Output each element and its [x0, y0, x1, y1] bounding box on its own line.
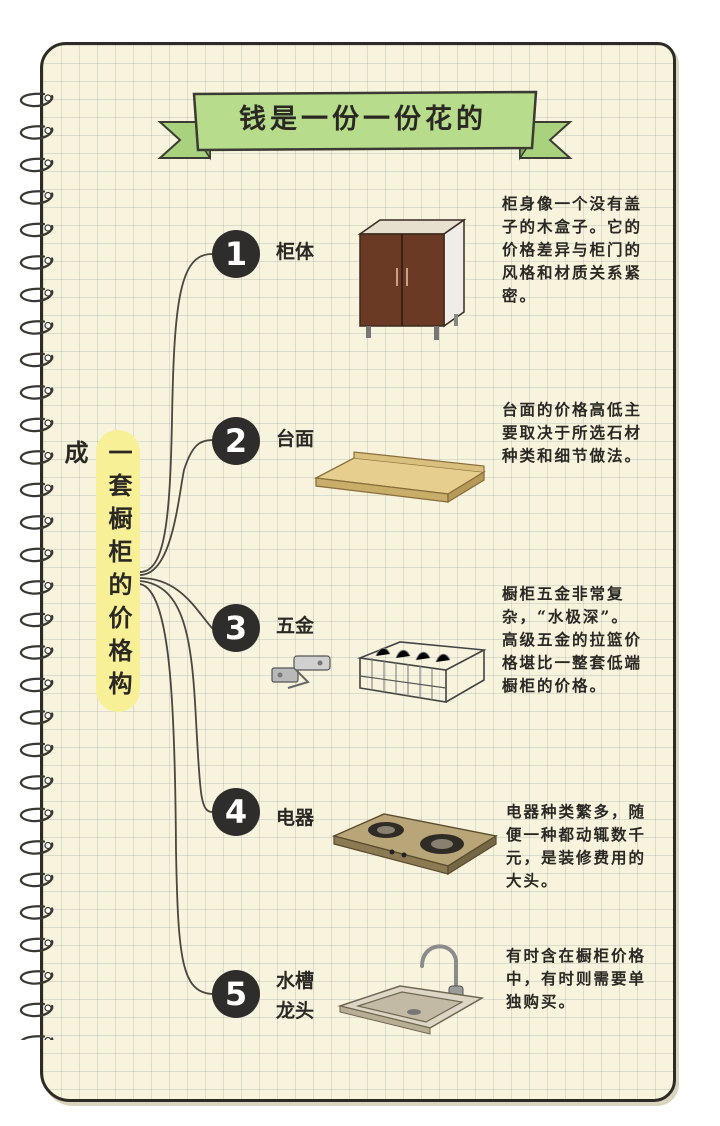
item-description-cabinet: 柜身像一个没有盖子的木盒子。它的价格差异与柜门的风格和材质关系紧密。	[502, 194, 643, 305]
number-badge-1: 1	[212, 230, 260, 278]
spiral-ring	[19, 807, 54, 823]
item-name-hardware: 五金	[276, 615, 315, 637]
spiral-ring	[19, 385, 54, 400]
pull-out-basket-illustration	[356, 641, 487, 703]
spiral-ring	[19, 482, 54, 498]
item-description-hardware: 橱柜五金非常复杂，“水极深”。高级五金的拉篮价格堪比一整套低端橱柜的价格。	[502, 584, 643, 695]
item-name-cabinet: 柜体	[276, 241, 315, 263]
spiral-ring	[19, 710, 54, 725]
spiral-ring	[19, 872, 54, 888]
spiral-ring	[19, 742, 54, 758]
item-description-countertop: 台面的价格高低主要取决于所选石材种类和细节做法。	[502, 400, 643, 465]
item-name-countertop: 台面	[276, 428, 315, 450]
spiral-ring	[19, 645, 54, 660]
spiral-ring	[19, 417, 54, 433]
item-name-sink-faucet: 水槽龙头	[276, 970, 315, 1022]
spiral-ring	[19, 677, 54, 693]
cabinet-box-illustration	[357, 218, 467, 340]
spiral-ring	[19, 970, 54, 985]
number-badge-3: 3	[212, 604, 260, 652]
spiral-ring	[19, 222, 54, 238]
spiral-ring	[19, 157, 54, 173]
spiral-ring	[19, 287, 54, 303]
spiral-ring	[19, 92, 54, 108]
spiral-ring	[19, 612, 54, 628]
center-label: 一套橱柜的价格构成	[60, 430, 140, 712]
spiral-ring	[19, 515, 54, 530]
number-badge-2: 2	[212, 417, 260, 465]
spiral-ring	[19, 450, 54, 465]
spiral-ring	[19, 840, 54, 855]
spiral-ring	[19, 580, 54, 595]
item-name-appliances: 电器	[276, 807, 315, 829]
spiral-ring	[19, 1002, 54, 1018]
hinge-illustration	[271, 655, 331, 689]
spiral-ring	[19, 547, 54, 563]
spiral-ring	[20, 1035, 54, 1040]
page-title: 钱是一份一份花的	[239, 104, 487, 135]
number-badge-5: 5	[212, 970, 260, 1018]
spiral-ring	[19, 937, 54, 953]
spiral-ring	[19, 190, 54, 205]
spiral-binding	[19, 92, 54, 1040]
gas-stove-illustration	[331, 813, 498, 876]
countertop-slab-illustration	[313, 451, 486, 504]
item-description-sink-faucet: 有时含在橱柜价格中，有时则需要单独购买。	[506, 946, 647, 1011]
spiral-ring	[19, 255, 54, 270]
spiral-ring	[19, 125, 54, 140]
item-description-appliances: 电器种类繁多，随便一种都动辄数千元，是装修费用的大头。	[506, 802, 647, 890]
spiral-ring	[19, 320, 54, 335]
sink-faucet-illustration	[337, 944, 485, 1035]
number-badge-4: 4	[212, 788, 260, 836]
spiral-ring	[19, 352, 54, 368]
spiral-ring	[19, 775, 54, 790]
title-banner	[157, 90, 573, 161]
spiral-ring	[19, 905, 54, 920]
notebook-page	[40, 42, 676, 1102]
